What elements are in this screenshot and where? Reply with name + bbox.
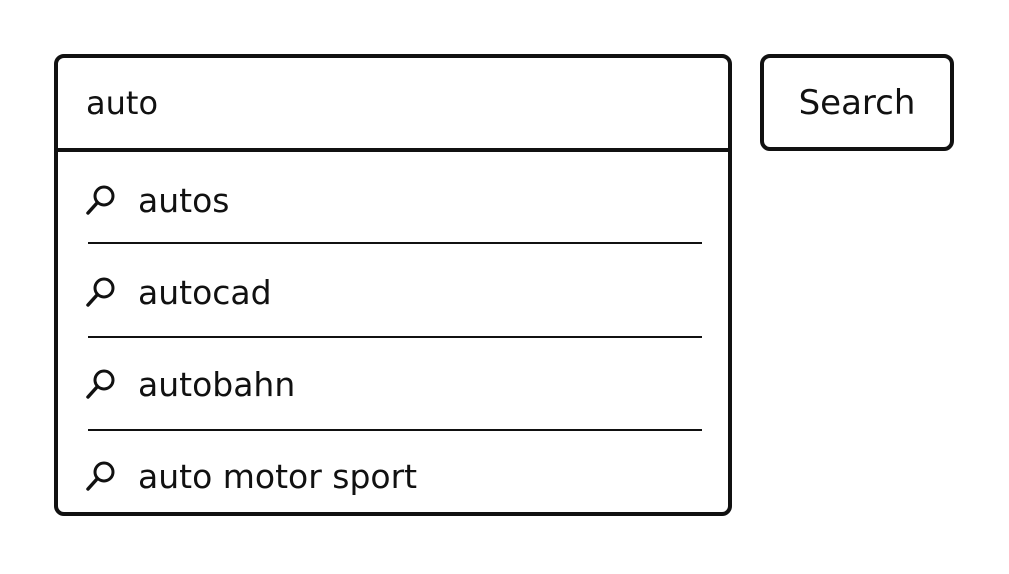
search-input[interactable]: auto	[58, 58, 728, 152]
suggestion-item-autocad[interactable]: autocad	[58, 246, 728, 338]
suggestion-label: auto motor sport	[138, 456, 418, 496]
search-icon	[86, 461, 115, 491]
search-autocomplete: auto autos autocad autobahn auto motor s…	[54, 54, 732, 516]
suggestion-item-auto-motor-sport[interactable]: auto motor sport	[58, 430, 728, 522]
divider	[88, 242, 702, 244]
suggestion-item-autos[interactable]: autos	[58, 154, 728, 246]
search-icon	[86, 185, 115, 215]
search-button[interactable]: Search	[760, 54, 954, 151]
divider	[88, 429, 702, 431]
search-icon	[86, 277, 115, 307]
divider	[88, 336, 702, 338]
suggestion-label: autocad	[138, 272, 272, 312]
suggestion-label: autos	[138, 180, 230, 220]
search-icon	[86, 369, 115, 399]
suggestion-item-autobahn[interactable]: autobahn	[58, 338, 728, 430]
suggestion-label: autobahn	[138, 364, 296, 404]
